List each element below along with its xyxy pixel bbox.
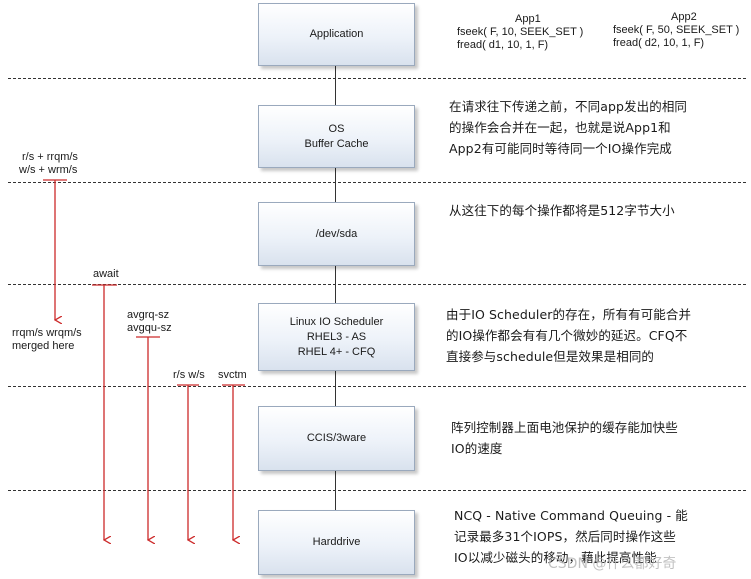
layer-scheduler-label-3: RHEL 4+ - CFQ (297, 345, 376, 358)
metric-merged-2: merged here (12, 340, 75, 352)
connector-4 (335, 370, 336, 406)
app1-fread: fread( d1, 10, 1, F) (457, 39, 549, 51)
layer-os-buffer-cache: OS Buffer Cache (258, 105, 415, 168)
arrow-rs-ws (177, 384, 199, 540)
metric-rs-rrqm-1: r/s + rrqm/s (22, 151, 78, 163)
separator-1 (8, 78, 746, 79)
note-scheduler-3: 直接参与schedule但是效果是相同的 (446, 349, 655, 364)
note-scheduler-2: 的IO操作都会有有几个微妙的延迟。CFQ不 (446, 328, 688, 343)
arrow-avgrq (136, 336, 160, 540)
layer-buffer-cache-label: Buffer Cache (304, 137, 369, 150)
app2-title: App2 (671, 11, 697, 23)
metric-svctm: svctm (218, 369, 247, 381)
note-ncq-2: 记录最多31个IOPS，然后同时操作这些 (454, 529, 676, 544)
separator-4 (8, 386, 746, 387)
arrow-svctm (222, 384, 245, 540)
metric-await: await (93, 268, 119, 280)
app2-fseek: fseek( F, 50, SEEK_SET ) (613, 24, 740, 36)
app1-title: App1 (515, 13, 541, 25)
layer-harddrive-label: Harddrive (312, 536, 361, 548)
layer-scheduler-label-1: Linux IO Scheduler (289, 315, 384, 328)
arrow-rs-rrqm (43, 179, 67, 320)
layer-dev-sda: /dev/sda (258, 202, 415, 266)
note-os-2: 的操作会合并在一起，也就是说App1和 (449, 120, 671, 135)
csdn-watermark: CSDN @什么都好奇 (548, 556, 677, 572)
layer-harddrive: Harddrive (258, 510, 415, 575)
connector-2 (335, 167, 336, 202)
note-ncq-3: IO以减少磁头的移动，藉此提高性能 (454, 550, 657, 565)
layer-io-scheduler: Linux IO Scheduler RHEL3 - AS RHEL 4+ - … (258, 303, 415, 371)
metric-avgrq-sz: avgrq-sz (127, 309, 170, 321)
note-raid-1: 阵列控制器上面电池保护的缓存能加快些 (451, 420, 678, 435)
connector-5 (335, 470, 336, 510)
app2-fread: fread( d2, 10, 1, F) (613, 37, 705, 49)
app1-fseek: fseek( F, 10, SEEK_SET ) (457, 26, 584, 38)
arrow-await (92, 284, 117, 540)
layer-application: Application (258, 3, 415, 66)
metric-avgqu-sz: avgqu-sz (127, 322, 172, 334)
layer-ccis-3ware: CCIS/3ware (258, 406, 415, 471)
metric-merged-1: rrqm/s wrqm/s (12, 327, 82, 339)
layer-ccis-label: CCIS/3ware (306, 432, 367, 444)
note-os-1: 在请求往下传递之前，不同app发出的相同 (449, 99, 688, 114)
separator-3 (8, 284, 746, 285)
layer-scheduler-label-2: RHEL3 - AS (306, 330, 367, 343)
layer-os-label: OS (328, 122, 345, 135)
note-ncq-1: NCQ - Native Command Queuing - 能 (454, 508, 688, 523)
note-raid-2: IO的速度 (451, 441, 503, 456)
separator-2 (8, 182, 746, 183)
note-scheduler-1: 由于IO Scheduler的存在，所有有可能合并 (446, 307, 692, 322)
note-os-3: App2有可能同时等待同一个IO操作完成 (449, 141, 672, 156)
connector-3 (335, 265, 336, 303)
layer-application-label: Application (309, 28, 364, 40)
metric-rs-rrqm-2: w/s + wrm/s (19, 164, 78, 176)
note-sda-1: 从这往下的每个操作都将是512字节大小 (449, 203, 675, 218)
metric-rs-ws: r/s w/s (173, 369, 205, 381)
separator-5 (8, 490, 746, 491)
connector-1 (335, 65, 336, 105)
layer-dev-sda-label: /dev/sda (315, 227, 358, 240)
